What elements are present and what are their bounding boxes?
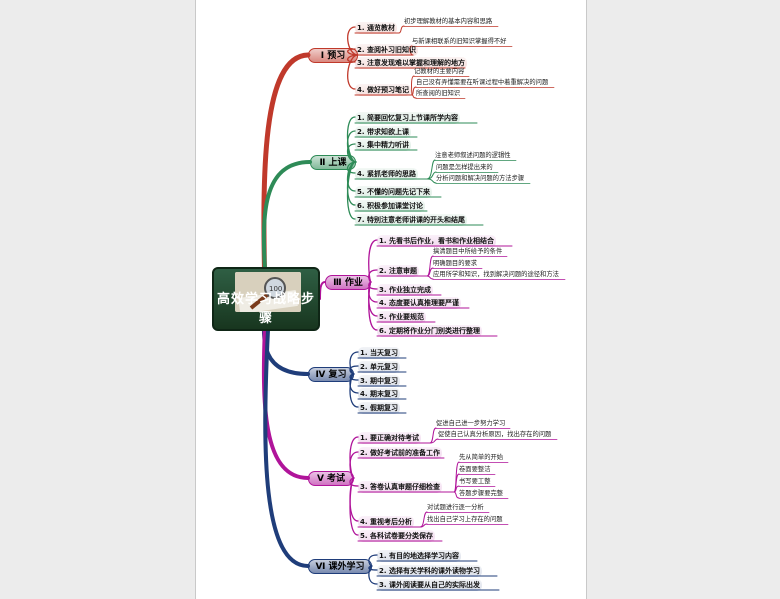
topic-note: 对试题进行逐一分析 (427, 504, 484, 511)
topic-note: 先从简单的开始 (459, 454, 504, 461)
note-connector (426, 275, 434, 280)
topic-note: 找出自己学习上存在的问题 (427, 516, 503, 523)
branch-topic-vi[interactable]: Ⅵ 课外学习 (308, 559, 372, 574)
topic-item[interactable]: 3. 作业独立完成 (377, 284, 433, 296)
topic-item[interactable]: 1. 当天复习 (358, 347, 400, 359)
topic-note: 注意老师叙述问题的逻辑性 (435, 152, 511, 159)
note-connector (409, 45, 414, 56)
topic-note: 促使自己认真分析原因，找出存在的问题 (438, 431, 552, 438)
topic-item[interactable]: 1. 要正确对待考试 (358, 432, 421, 444)
topic-item[interactable]: 2. 注意审题 (377, 265, 419, 277)
topic-note: 应用所学和知识，找到解决问题的途径和方法 (433, 271, 559, 278)
topic-item[interactable]: 6. 定期将作业分门别类进行整理 (377, 325, 482, 337)
topic-item[interactable]: 3. 注意发现难以掌握和理解的地方 (355, 57, 467, 69)
topic-note: 问题是怎样提出来的 (436, 164, 493, 171)
topic-item[interactable]: 5. 假期复习 (358, 402, 400, 414)
topic-item[interactable]: 4. 重视考后分析 (358, 516, 414, 528)
topic-item[interactable]: 3. 集中精力听讲 (355, 139, 411, 151)
topic-item[interactable]: 6. 积极参加课堂讨论 (355, 200, 425, 212)
topic-item[interactable]: 4. 做好预习笔记 (355, 84, 411, 96)
topic-item[interactable]: 1. 通览教材 (355, 22, 397, 34)
topic-item[interactable]: 2. 单元复习 (358, 361, 400, 373)
note-connector (453, 491, 460, 499)
item-connector (368, 239, 378, 283)
topic-item[interactable]: 4. 期末复习 (358, 388, 400, 400)
topic-note: 自己没有弄懂需要在听课过程中着重解决的问题 (416, 79, 549, 86)
note-connector (429, 438, 439, 444)
note-connector (419, 511, 428, 528)
topic-note: 书写要工整 (459, 478, 491, 485)
topic-note: 记教材的主要内容 (414, 68, 465, 75)
topic-note: 明确题目的要求 (433, 260, 478, 267)
note-connector (426, 178, 437, 184)
svg-text:100: 100 (269, 285, 282, 293)
topic-item[interactable]: 5. 作业要规范 (377, 311, 426, 323)
central-topic[interactable]: 100 高效学习战略步骤 (212, 267, 320, 331)
topic-item[interactable]: 2. 选择有关学科的课外读物学习 (377, 565, 482, 577)
topic-item[interactable]: 1. 先看书后作业，看书和作业相结合 (377, 235, 496, 247)
branch-connector-i (261, 52, 311, 295)
branch-connector-iii (319, 281, 326, 300)
note-connector (411, 94, 417, 99)
branch-topic-ii[interactable]: Ⅱ 上课 (310, 155, 356, 170)
note-connector (398, 25, 405, 34)
topic-note: 与新课相联系的旧知识掌握得不好 (412, 38, 507, 45)
note-connector (426, 159, 436, 180)
topic-item[interactable]: 2. 查阅补习旧知识 (355, 44, 418, 56)
branch-connector-ii (261, 160, 312, 272)
topic-note: 卷面要整洁 (459, 466, 491, 473)
central-topic-title: 高效学习战略步骤 (216, 292, 315, 326)
branch-connector-vi (263, 328, 310, 568)
topic-item[interactable]: 4. 紧抓老师的思路 (355, 168, 418, 180)
branch-topic-v[interactable]: Ⅴ 考试 (308, 471, 354, 486)
branch-topic-iv[interactable]: Ⅳ 复习 (308, 367, 354, 382)
topic-note: 初步理解教材的基本内容和思路 (404, 18, 493, 25)
note-connector (411, 75, 415, 96)
topic-item[interactable]: 5. 不懂的问题先记下来 (355, 186, 432, 198)
topic-item[interactable]: 2. 带求知欲上课 (355, 126, 411, 138)
topic-note: 所查阅的旧知识 (416, 90, 461, 97)
branch-topic-i[interactable]: Ⅰ 预习 (308, 48, 358, 63)
topic-item[interactable]: 5. 各科试卷要分类保存 (358, 530, 435, 542)
topic-note: 答题步骤要完整 (459, 490, 504, 497)
note-connector (419, 523, 428, 528)
topic-item[interactable]: 7. 特别注意老师讲课的开头和结尾 (355, 214, 467, 226)
topic-item[interactable]: 3. 期中复习 (358, 375, 400, 387)
topic-item[interactable]: 4. 态度要认真推理要严谨 (377, 297, 461, 309)
topic-note: 促进自己进一步努力学习 (436, 420, 506, 427)
topic-item[interactable]: 1. 有目的地选择学习内容 (377, 550, 461, 562)
topic-item[interactable]: 1. 简要回忆复习上节课所学内容 (355, 112, 460, 124)
topic-item[interactable]: 3. 课外阅读要从自己的实际出发 (377, 579, 482, 591)
branch-connector-v (261, 323, 310, 480)
topic-item[interactable]: 3. 答卷认真审题仔细检查 (358, 481, 442, 493)
topic-note: 搞清题目中所给予的条件 (433, 248, 503, 255)
central-topic-image: 100 (235, 272, 301, 312)
topic-note: 分析问题和解决问题的方法步骤 (436, 175, 525, 182)
branch-topic-iii[interactable]: Ⅲ 作业 (325, 275, 371, 290)
topic-item[interactable]: 2. 做好考试前的准备工作 (358, 447, 442, 459)
